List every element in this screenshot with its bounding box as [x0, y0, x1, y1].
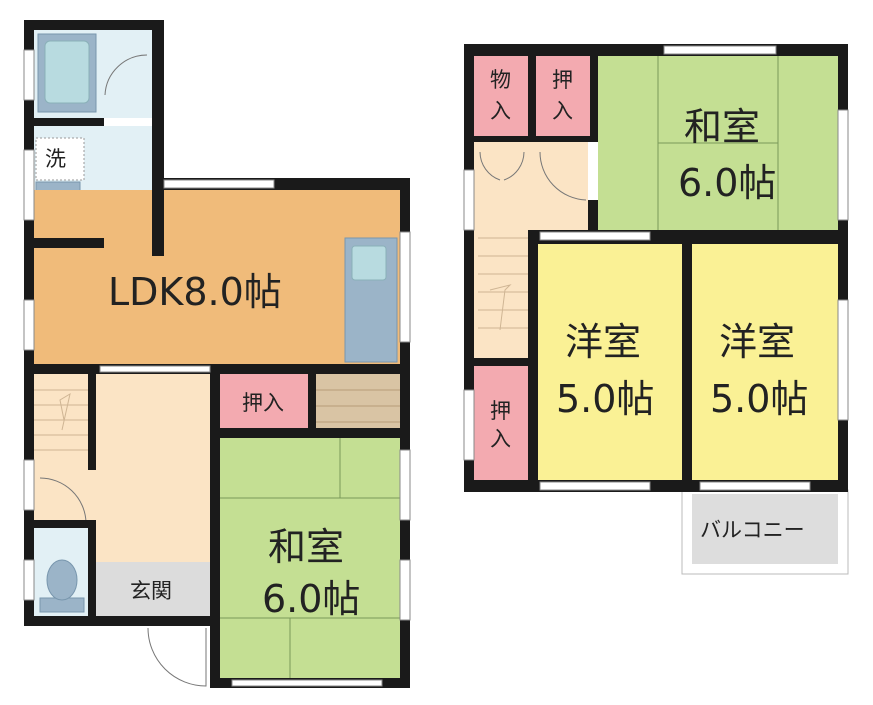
closet-1f: [220, 374, 310, 428]
bathtub-inner: [44, 40, 90, 104]
balcony: [692, 494, 838, 564]
bathroom-door: [104, 54, 148, 96]
washitsu-1f: [220, 438, 400, 678]
wash-label-box: [35, 137, 85, 181]
windows-2f: [463, 45, 849, 491]
storage-2f-char-1: 物: [490, 68, 511, 92]
stairs-2f-icon: [478, 237, 528, 331]
ldk-room: [34, 190, 400, 364]
stair-treads: [316, 389, 400, 423]
wash-room-label: 洗: [45, 147, 66, 171]
tatami-lines-2f: [657, 56, 779, 230]
hallway-2f-door-right: [503, 151, 525, 181]
washitsu-2f-door: [539, 151, 587, 201]
closet-2f-side-char-2: 入: [490, 427, 511, 451]
closet-2f-side: [474, 366, 528, 480]
tatami-lines-1f: [220, 438, 400, 678]
hallway-2f-door-left: [479, 151, 501, 181]
floor-2: 物 入 押 入 和室 6.0帖 押 入 洋室 5.0帖 洋室 5.0帖 バルコニ…: [463, 44, 849, 575]
kitchen-sink-icon: [351, 245, 387, 281]
entrance-door: [147, 627, 207, 687]
washitsu-2f-label-bottom: 6.0帖: [678, 161, 776, 205]
ldk-label: LDK8.0帖: [108, 270, 282, 314]
balcony-label: バルコニー: [700, 518, 805, 542]
closet-2f-side-char-1: 押: [490, 399, 511, 423]
entrance: [96, 562, 210, 616]
yoshitsu-2f-right-label-bottom: 5.0帖: [710, 377, 808, 421]
closet-2f-top: [536, 56, 590, 136]
storage-2f-char-2: 入: [490, 99, 511, 123]
floor-1: 洗 LDK8.0帖 玄関 押入: [23, 20, 411, 688]
yoshitsu-2f-left: [538, 244, 682, 480]
stairs-1f-icon: [34, 389, 90, 451]
storage-2f: [474, 56, 528, 136]
yoshitsu-2f-left-label-top: 洋室: [565, 320, 641, 364]
washitsu-1f-label-top: 和室: [268, 525, 344, 569]
closet-1f-label: 押入: [242, 391, 284, 415]
yoshitsu-2f-right-label-top: 洋室: [719, 320, 795, 364]
closet-2f-top-char-1: 押: [552, 68, 573, 92]
washitsu-2f-label-top: 和室: [684, 105, 760, 149]
toilet-icon: [46, 559, 78, 601]
windows-1f: [23, 49, 411, 687]
toilet-door: [39, 477, 87, 523]
closet-2f-top-char-2: 入: [552, 99, 573, 123]
yoshitsu-2f-right: [692, 244, 838, 480]
washitsu-1f-label-bottom: 6.0帖: [262, 577, 360, 621]
entrance-label: 玄関: [130, 579, 172, 603]
yoshitsu-2f-left-label-bottom: 5.0帖: [556, 377, 654, 421]
